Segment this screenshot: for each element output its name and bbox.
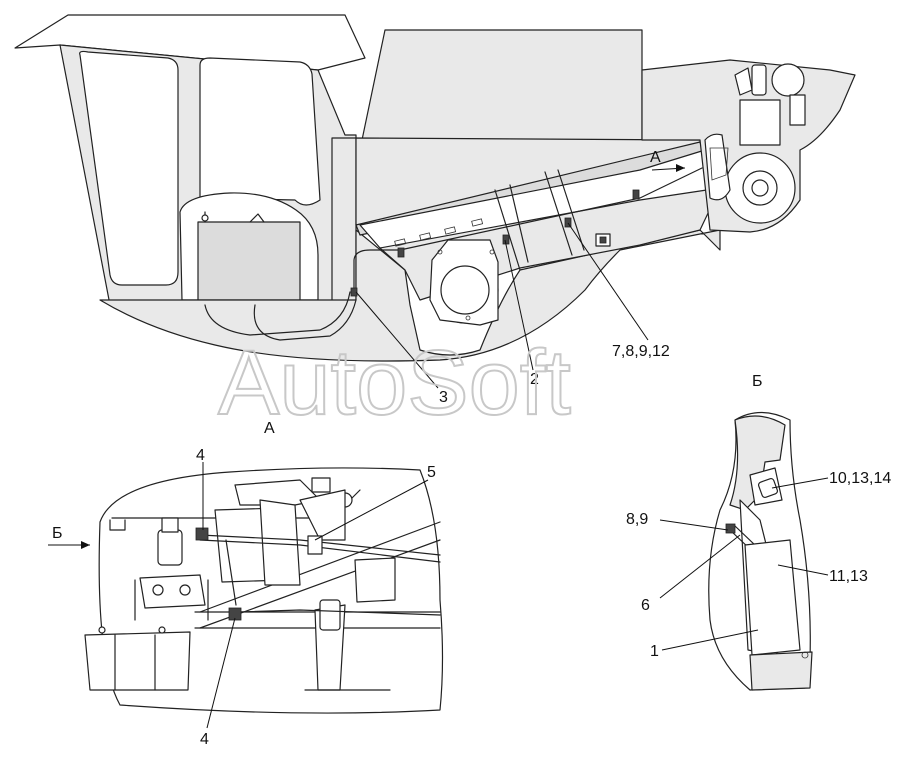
air-intake	[771, 63, 805, 97]
callout-7-8-9-12: 7,8,9,12	[612, 343, 670, 360]
va-cable-lower	[239, 609, 441, 616]
va-cable-upper	[199, 534, 441, 556]
vb-sensor-8-9	[725, 523, 736, 534]
leader-11	[777, 564, 829, 576]
engine-bracket-a	[704, 133, 731, 201]
leader-8-9	[659, 519, 729, 531]
vb-support	[744, 539, 801, 656]
leader-2	[504, 239, 534, 371]
view-b-title: Б	[752, 373, 763, 390]
callout-3: 3	[439, 389, 448, 406]
vb-bracket-top	[729, 415, 786, 511]
battery-terminal	[201, 214, 209, 222]
cab-pillar	[331, 137, 357, 304]
leader-3	[355, 291, 439, 389]
engine-filter	[739, 99, 781, 146]
cab-window-left	[79, 50, 179, 286]
callout-10-13-14: 10,13,14	[829, 470, 891, 487]
battery	[197, 221, 301, 301]
callout-8-9: 8,9	[626, 511, 648, 528]
vb-base-1	[749, 651, 813, 691]
va-diagonal-1	[199, 521, 441, 613]
view-a-detail: Б 4 4 5	[48, 447, 444, 748]
va-connector-5	[307, 535, 323, 555]
pulley-center	[751, 179, 769, 197]
view-b-detail: 10,13,14 8,9 6 11,13 1	[626, 411, 891, 691]
frame-rail-c	[544, 171, 573, 256]
cable-to-battery	[204, 291, 351, 336]
callout-6: 6	[641, 597, 650, 614]
frame-rail-b	[509, 184, 529, 263]
clamp-2a	[397, 247, 405, 258]
clamp-rear	[632, 189, 640, 200]
va-right-block	[354, 557, 396, 603]
va-switch-side	[259, 499, 301, 586]
va-mount-plate	[299, 489, 346, 541]
view-a-arrow-label: А	[650, 149, 661, 166]
leader-10	[771, 477, 829, 489]
view-a-arrowhead	[676, 164, 685, 172]
view-b-arrow-label: Б	[52, 525, 63, 542]
conveyor-slots	[394, 218, 484, 247]
frame-rail-a	[494, 189, 521, 271]
callout-2: 2	[530, 371, 539, 388]
callout-4-top: 4	[196, 447, 205, 464]
battery-vent	[249, 213, 265, 223]
callout-5: 5	[427, 464, 436, 481]
grain-tank	[361, 29, 643, 141]
va-link-rod	[225, 539, 237, 606]
va-actuator	[157, 529, 183, 566]
leader-5	[314, 479, 429, 541]
frame-rail-d	[557, 169, 585, 251]
callout-11-13: 11,13	[829, 568, 868, 585]
leader-1	[661, 629, 759, 651]
pulley-inner	[440, 265, 490, 315]
leader-4-bottom	[206, 617, 236, 729]
cable-to-battery-2	[253, 299, 357, 341]
lower-hull	[99, 229, 721, 362]
exhaust-pipe	[751, 64, 767, 96]
view-b-arrowhead	[81, 541, 90, 549]
va-actuator-top	[161, 517, 179, 533]
pipe-elbow	[789, 94, 806, 126]
view-a-title: А	[264, 420, 275, 437]
va-bolt-head	[311, 477, 331, 493]
cable-main	[353, 167, 703, 291]
vb-nut-10	[757, 477, 779, 499]
cab-window-right	[199, 57, 321, 206]
callout-1: 1	[650, 643, 659, 660]
va-sensor-4-top	[195, 527, 209, 541]
clamp-3	[350, 287, 358, 297]
clamp-7	[564, 217, 572, 228]
leader-7	[567, 222, 649, 341]
valve-cap	[734, 67, 753, 96]
va-valve-block	[139, 574, 206, 609]
watermark: AutoSoft	[218, 332, 571, 434]
callout-4-bottom: 4	[200, 731, 209, 748]
main-view: А 3 2 7,8,9,12	[14, 14, 856, 406]
va-cable-nut	[319, 599, 341, 631]
leader-6	[659, 534, 741, 599]
va-battery	[84, 631, 191, 691]
